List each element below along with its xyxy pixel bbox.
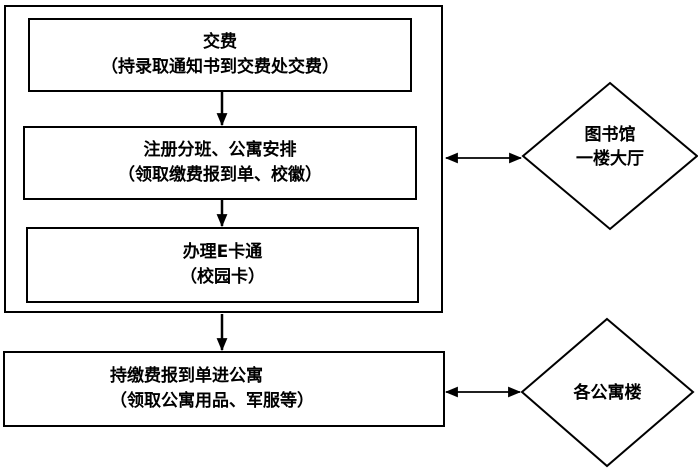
location-line: 图书馆 (584, 125, 636, 145)
step-box-ecard: 办理E卡通 （校园卡） (26, 227, 419, 303)
step-title: 注册分班、公寓安排 (143, 140, 297, 160)
step-subtitle: （校园卡） (180, 267, 265, 287)
location-line: 一楼大厅 (576, 149, 644, 169)
step-subtitle: （领取缴费报到单、校徽） (118, 165, 322, 185)
location-diamond-library: 图书馆 一楼大厅 (523, 83, 697, 229)
step-box-register-class-dorm: 注册分班、公寓安排 （领取缴费报到单、校徽） (23, 126, 417, 200)
step-subtitle: （持录取通知书到交费处交费） (101, 57, 339, 77)
step-title: 交费 (203, 32, 237, 52)
step-title: 办理E卡通 (182, 242, 263, 262)
step-title: 持缴费报到单进公寓 (110, 366, 263, 386)
step-box-enter-dorm: 持缴费报到单进公寓 （领取公寓用品、军服等） (3, 351, 445, 427)
location-diamond-dorms: 各公寓楼 (522, 319, 693, 466)
location-line: 各公寓楼 (573, 382, 642, 403)
step-subtitle: （领取公寓用品、军服等） (110, 391, 314, 411)
step-box-pay-fee: 交费 （持录取通知书到交费处交费） (28, 18, 412, 92)
main-process-container (4, 5, 443, 313)
